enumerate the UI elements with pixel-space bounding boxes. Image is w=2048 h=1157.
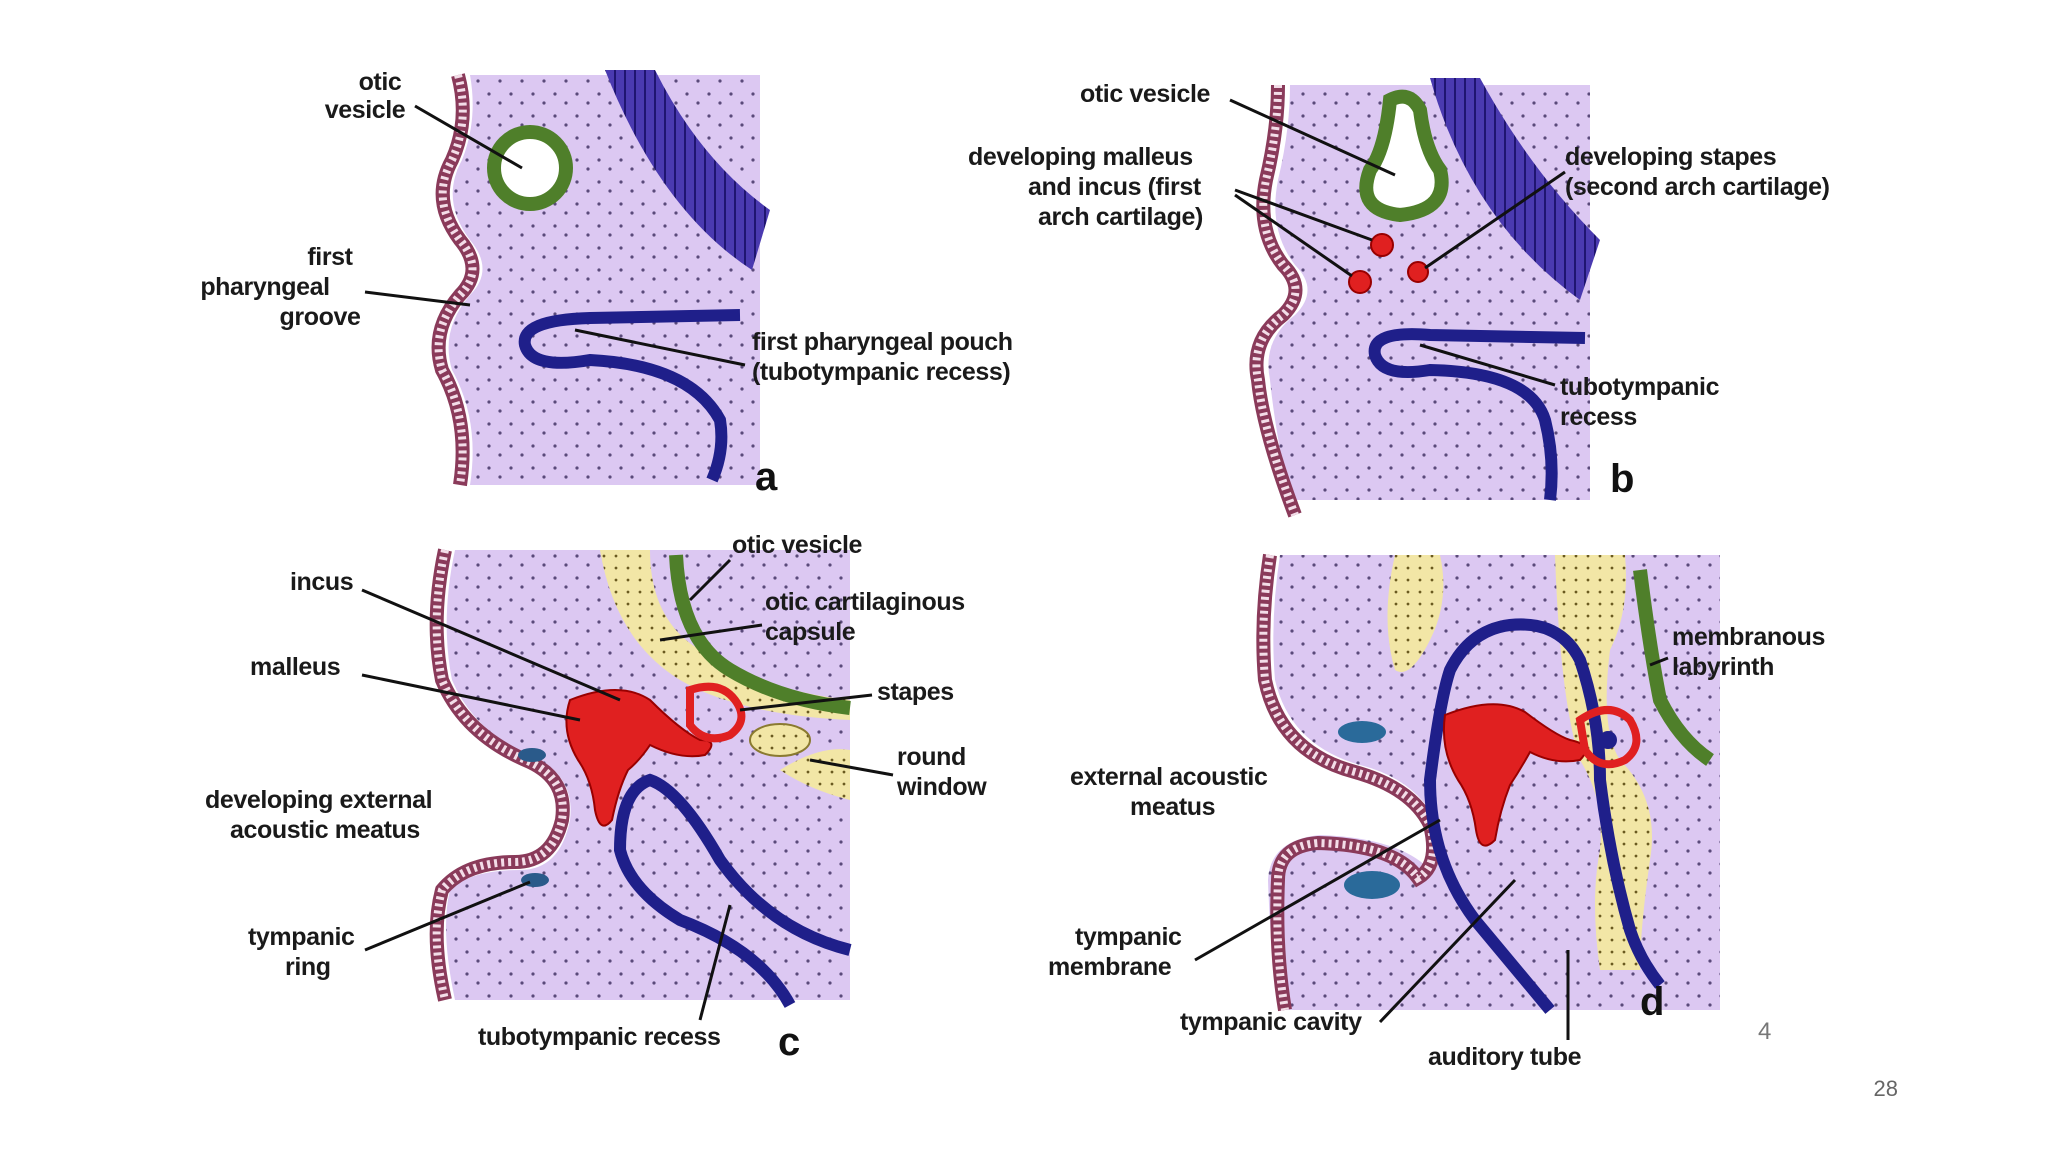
label-d-labyrinth-2: labyrinth xyxy=(1672,653,1774,681)
leader-b-otic xyxy=(1229,98,1396,177)
leader-d-cavity xyxy=(1378,878,1517,1024)
leader-c-stapes xyxy=(739,693,873,712)
panel-a-ectoderm-inner xyxy=(434,73,477,486)
label-d-labyrinth-1: membranous xyxy=(1672,623,1825,651)
leader-c-malleus xyxy=(361,673,581,722)
leader-c-otic xyxy=(688,558,732,602)
panel-a-otic-vesicle xyxy=(487,125,573,211)
leader-d-labyrinth xyxy=(1649,656,1669,667)
leader-b-incus xyxy=(1234,193,1353,278)
label-a-pouch-2: (tubotympanic recess) xyxy=(752,358,1010,386)
label-d-membrane-1: tympanic xyxy=(1075,923,1182,951)
panel-c: c otic vesicle otic cartilaginous capsul… xyxy=(205,531,988,1064)
panel-c-capsule-bit xyxy=(749,723,811,757)
inner-page-number: 4 xyxy=(1758,1018,1772,1045)
slide-number: 28 xyxy=(1873,1076,1898,1101)
panel-d-cartilage-left xyxy=(1387,555,1444,672)
panel-b-letter: b xyxy=(1610,457,1634,501)
label-b-malleus-1: developing malleus xyxy=(968,143,1193,171)
panel-a-pharyngeal-pouch xyxy=(518,309,741,483)
label-b-stapes-1: developing stapes xyxy=(1565,143,1776,171)
panel-d: d membranous labyrinth external acoustic… xyxy=(1048,553,1825,1071)
label-a-pouch-1: first pharyngeal pouch xyxy=(752,328,1013,356)
panel-d-ring-top xyxy=(1338,721,1386,743)
label-a-otic-1: otic xyxy=(359,68,402,96)
label-a-groove-1: first xyxy=(307,243,353,271)
panel-c-malleus-incus xyxy=(565,689,713,827)
panel-a-neural-tube xyxy=(605,70,770,270)
panel-a: a otic vesicle first pharyngeal groove f… xyxy=(200,68,1013,499)
label-a-groove-3: groove xyxy=(280,303,361,331)
leader-c-incus xyxy=(361,588,621,702)
label-c-stapes: stapes xyxy=(877,678,954,706)
panel-b-ectoderm-inner xyxy=(1252,84,1300,517)
label-b-recess-1: tubotympanic xyxy=(1560,373,1720,401)
panel-d-cavity-outline xyxy=(1423,618,1665,1014)
panel-c-ectoderm xyxy=(429,548,570,1002)
panel-b-stapes-dot xyxy=(1407,261,1429,283)
label-d-membrane-2: membrane xyxy=(1048,953,1172,981)
panel-b: b otic vesicle developing malleus and in… xyxy=(968,78,1830,518)
label-c-incus: incus xyxy=(290,568,353,596)
label-d-meatus-1: external acoustic xyxy=(1070,763,1268,791)
panel-b-tubotympanic-recess xyxy=(1368,328,1586,501)
leader-b-stapes xyxy=(1424,170,1566,270)
panel-c-stapes xyxy=(686,682,746,743)
panel-a-mesenchyme xyxy=(448,75,760,485)
leader-a-otic xyxy=(414,104,523,170)
label-a-otic-2: vesicle xyxy=(325,96,406,124)
panel-c-tubotympanic-recess xyxy=(613,773,852,1008)
leader-a-pouch xyxy=(574,328,746,367)
label-d-tube: auditory tube xyxy=(1428,1043,1582,1071)
leader-b-malleus xyxy=(1234,188,1373,242)
label-d-cavity: tympanic cavity xyxy=(1180,1008,1362,1036)
label-b-malleus-3: arch cartilage) xyxy=(1038,203,1203,231)
label-c-meatus-2: acoustic meatus xyxy=(230,816,420,844)
panel-c-round-window-cartilage xyxy=(780,749,850,800)
leader-c-capsule xyxy=(659,623,763,642)
label-b-otic: otic vesicle xyxy=(1080,80,1210,108)
label-c-malleus: malleus xyxy=(250,653,340,681)
panel-d-stapes-footplate xyxy=(1599,731,1617,749)
label-c-capsule-1: otic cartilaginous xyxy=(765,588,965,616)
label-c-meatus-1: developing external xyxy=(205,786,432,814)
panel-b-neural-tube xyxy=(1430,78,1600,300)
label-a-groove-2: pharyngeal xyxy=(200,273,329,301)
panel-a-letter: a xyxy=(755,455,778,499)
label-b-recess-2: recess xyxy=(1560,403,1637,431)
label-d-meatus-2: meatus xyxy=(1130,793,1215,821)
panel-d-letter: d xyxy=(1640,980,1664,1024)
panel-d-malleus-incus xyxy=(1442,703,1587,847)
panel-d-stapes xyxy=(1575,706,1641,769)
panel-d-ectoderm xyxy=(1256,553,1440,1012)
panel-b-malleus-dot xyxy=(1370,233,1394,257)
panel-c-letter: c xyxy=(778,1020,800,1064)
leader-c-ring xyxy=(364,880,531,952)
label-c-otic: otic vesicle xyxy=(732,531,862,559)
label-c-ring-2: ring xyxy=(285,953,331,981)
label-c-recess: tubotympanic recess xyxy=(478,1023,721,1051)
panel-c-ring-top xyxy=(518,748,546,762)
label-c-capsule-2: capsule xyxy=(765,618,856,646)
leader-a-groove xyxy=(364,290,471,307)
panel-d-ring-bottom xyxy=(1344,871,1400,899)
leader-b-recess xyxy=(1419,343,1556,387)
label-c-round-1: round xyxy=(897,743,966,771)
label-b-stapes-2: (second arch cartilage) xyxy=(1565,173,1830,201)
label-c-round-2: window xyxy=(896,773,987,801)
leader-d-membrane xyxy=(1194,818,1441,962)
panel-d-membranous-labyrinth xyxy=(1633,569,1715,766)
panel-b-incus-dot xyxy=(1348,270,1372,294)
label-c-ring-1: tympanic xyxy=(248,923,355,951)
label-b-malleus-2: and incus (first xyxy=(1028,173,1202,201)
leader-c-recess xyxy=(698,904,732,1021)
leader-c-round xyxy=(809,758,894,777)
